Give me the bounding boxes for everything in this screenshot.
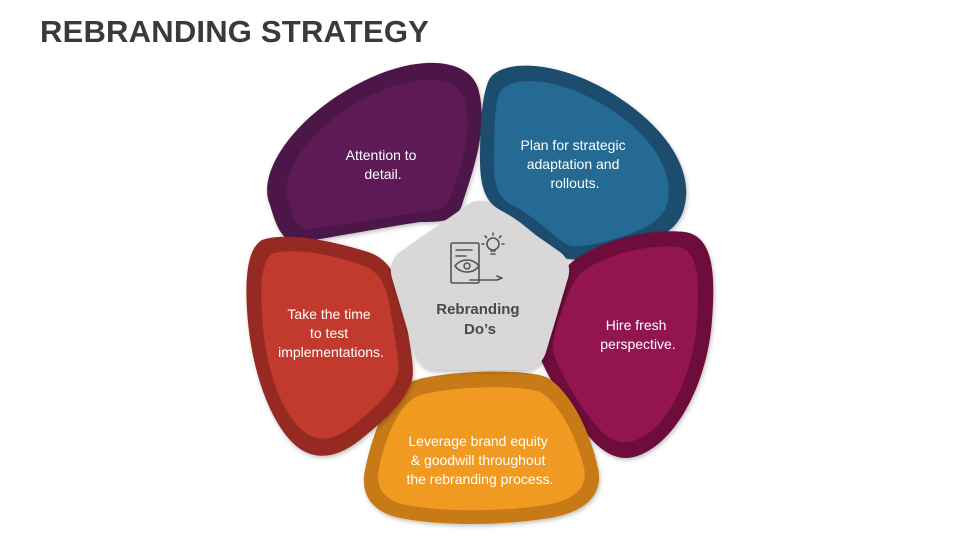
petal-hire-fresh: Hire fresh perspective. [538, 231, 714, 458]
petal-orange-inner [378, 387, 585, 511]
center-label: Rebranding Do’s [436, 301, 524, 338]
petal-leverage-brand-equity: Leverage brand equity & goodwill through… [363, 371, 600, 524]
page-title: REBRANDING STRATEGY [40, 14, 430, 49]
petal-purple-inner [286, 80, 468, 230]
center-hub: Rebranding Do’s [390, 200, 570, 370]
petal-blue-text: Plan for strategic adaptation and rollou… [521, 137, 630, 191]
petal-attention-to-detail: Attention to detail. [267, 62, 482, 243]
petal-magenta-text: Hire fresh perspective. [600, 317, 675, 352]
petal-purple-text: Attention to detail. [346, 147, 421, 182]
petal-red-inner [261, 251, 399, 439]
petal-orange-text: Leverage brand equity & goodwill through… [406, 433, 553, 487]
petal-blue-inner [494, 80, 669, 247]
petal-plan-strategic: Plan for strategic adaptation and rollou… [480, 65, 687, 260]
petal-red-text: Take the time to test implementations. [278, 306, 384, 360]
petal-magenta-inner [553, 246, 699, 443]
center-pentagon [390, 200, 570, 370]
document-eye-lightbulb-icon [450, 232, 505, 284]
petal-take-time-to-test: Take the time to test implementations. [246, 236, 413, 456]
